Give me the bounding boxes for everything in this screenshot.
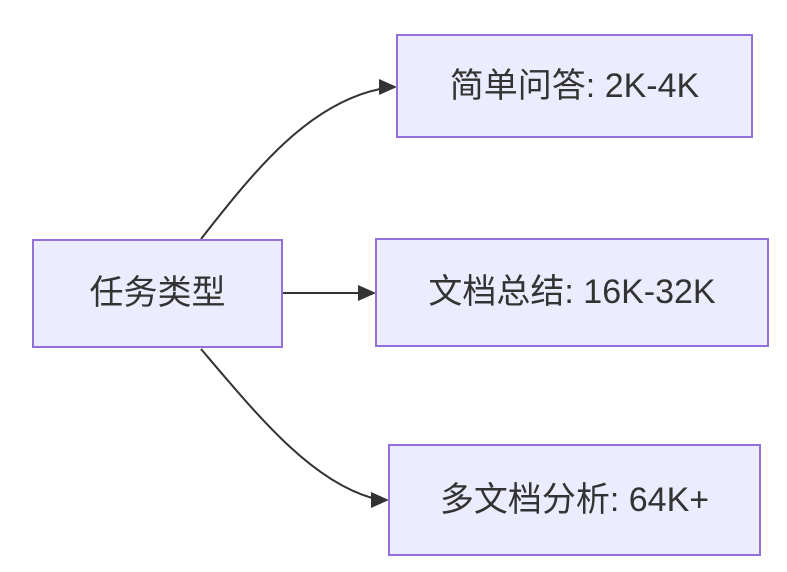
node-task-type: 任务类型 (32, 239, 283, 348)
node-doc-summary-label: 文档总结: 16K-32K (428, 273, 716, 312)
node-multi-doc-analysis: 多文档分析: 64K+ (388, 444, 761, 556)
edge-root-to-multi-doc (200, 348, 373, 499)
arrowhead-multi-doc-icon (371, 492, 389, 508)
edge-root-to-simple-qa (200, 88, 381, 240)
node-simple-qa-label: 简单问答: 2K-4K (449, 66, 700, 105)
node-simple-qa: 简单问答: 2K-4K (396, 34, 753, 138)
node-multi-doc-analysis-label: 多文档分析: 64K+ (439, 480, 710, 519)
node-doc-summary: 文档总结: 16K-32K (375, 238, 769, 347)
arrowhead-simple-qa-icon (379, 79, 397, 95)
node-task-type-label: 任务类型 (89, 274, 226, 313)
arrowhead-doc-summary-icon (358, 285, 376, 301)
